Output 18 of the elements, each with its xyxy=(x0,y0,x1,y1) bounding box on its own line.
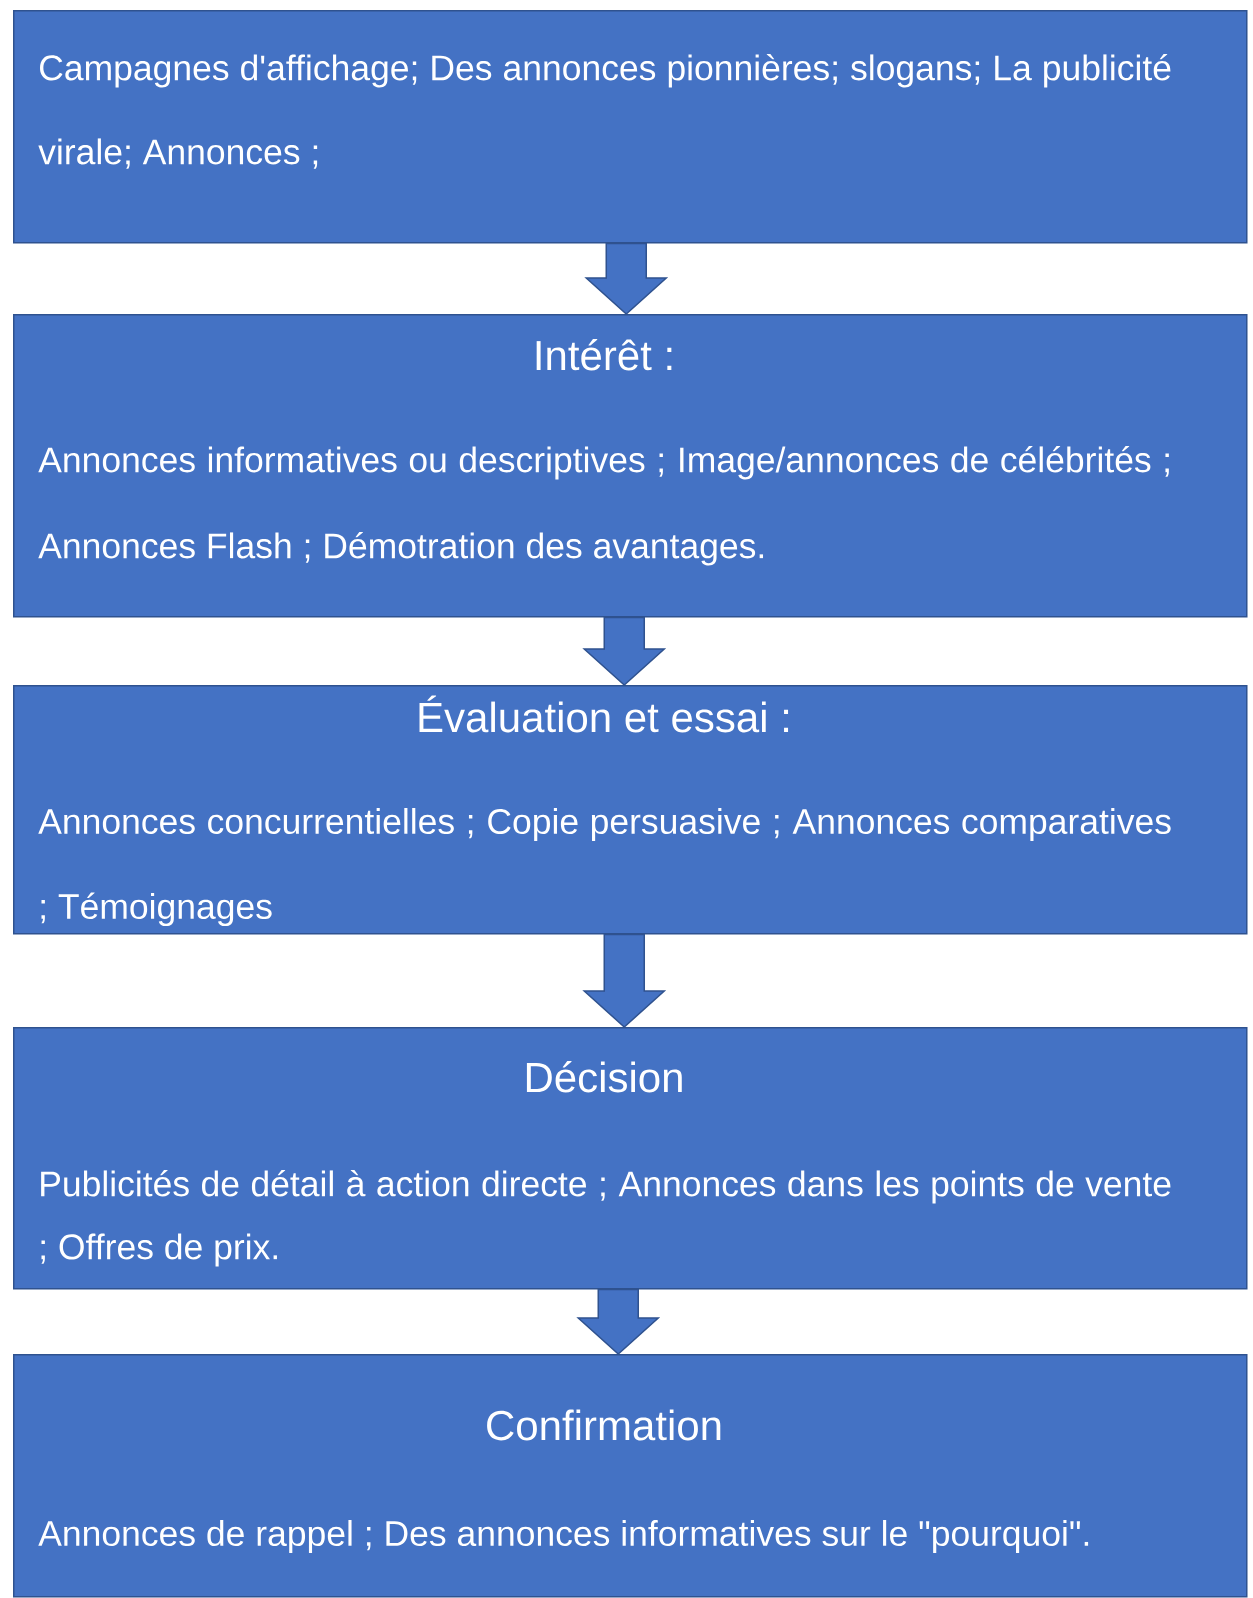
process-box xyxy=(13,314,1248,618)
block-arrow xyxy=(582,616,667,686)
body-text: Annonces concurrentielles ; Copie persuasive ; Annonces comparatives ; Témoignages xyxy=(38,808,1171,927)
process-box xyxy=(13,10,1248,244)
process-box xyxy=(13,685,1248,935)
body-text: Campagnes d'affichage; Des annonces pionnières; slogans; La publicité virale; Annonces ; xyxy=(38,54,1171,169)
body-text: Annonces de rappel ; Des annonces informatives sur le "pourquoi". xyxy=(38,1520,1089,1554)
process-box xyxy=(13,1354,1248,1598)
block-arrow xyxy=(582,933,667,1028)
process-box xyxy=(13,1027,1248,1290)
heading-text: Évaluation et essai : xyxy=(419,695,789,733)
block-arrow xyxy=(584,242,669,315)
heading-text: Intérêt : xyxy=(536,339,672,371)
heading-text: Décision xyxy=(526,1061,682,1093)
body-text: Publicités de détail à action directe ; Annonces dans les points de vente ; Offres de prix. xyxy=(41,1170,1171,1267)
heading-text: Confirmation xyxy=(487,1409,721,1441)
block-arrow xyxy=(576,1288,661,1356)
body-text: Annonces informatives ou descriptives ; Image/annonces de célébrités ; Annonces Flash ; Démotration des avantages. xyxy=(38,446,1169,566)
